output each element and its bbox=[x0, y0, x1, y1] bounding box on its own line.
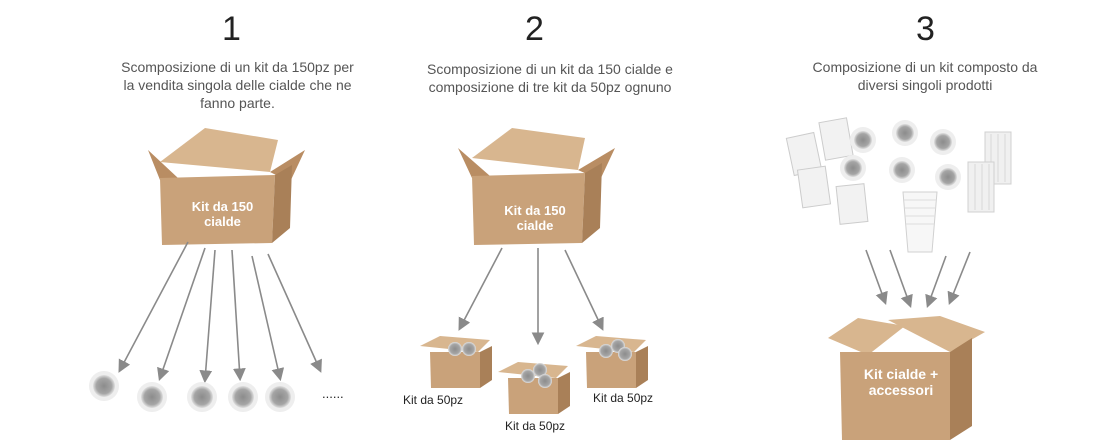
small-kit-label-2: Kit da 50pz bbox=[505, 419, 566, 433]
more-pods-ellipsis: ...... bbox=[322, 386, 344, 401]
step-1-arrows bbox=[118, 241, 322, 384]
small-kit-box bbox=[420, 336, 492, 388]
stirrers-icon bbox=[967, 131, 1012, 213]
kit-box-1-label: Kit da 150 cialde bbox=[191, 199, 254, 229]
coffee-pod-icon bbox=[228, 382, 258, 412]
small-kit-box bbox=[498, 362, 570, 414]
coffee-pod-icon bbox=[889, 157, 915, 183]
step-1-pods bbox=[89, 371, 295, 412]
small-kit-box bbox=[576, 336, 648, 388]
coffee-pod-icon bbox=[892, 120, 918, 146]
coffee-pod-icon bbox=[265, 382, 295, 412]
coffee-pod-icon bbox=[930, 129, 956, 155]
kit-box-3 bbox=[828, 316, 985, 440]
small-kit-label-1: Kit da 50pz bbox=[403, 393, 464, 407]
step-2-number: 2 bbox=[525, 10, 544, 48]
step-2-arrows bbox=[458, 247, 604, 346]
kit-box-2-label: Kit da 150 cialde bbox=[504, 203, 566, 233]
step-3-arrows bbox=[865, 249, 971, 309]
coffee-pod-icon bbox=[89, 371, 119, 401]
step-1-number: 1 bbox=[222, 10, 241, 48]
step-3-number: 3 bbox=[916, 10, 935, 48]
kit-box-2 bbox=[458, 128, 615, 245]
coffee-pod-icon bbox=[840, 155, 866, 181]
coffee-pod-icon bbox=[137, 382, 167, 412]
step-1-description: Scomposizione di un kit da 150pz per la … bbox=[121, 59, 354, 111]
step-2-description: Scomposizione di un kit da 150 cialde e … bbox=[427, 61, 673, 95]
coffee-pod-icon bbox=[935, 164, 961, 190]
cups-icon bbox=[902, 191, 938, 253]
small-kit-label-3: Kit da 50pz bbox=[593, 391, 654, 405]
kit-box-3-label: Kit cialde + accessori bbox=[863, 366, 939, 398]
step-3-products bbox=[785, 117, 1012, 253]
coffee-pod-icon bbox=[850, 127, 876, 153]
step-3-description: Composizione di un kit composto da diver… bbox=[812, 59, 1038, 93]
kit-box-1 bbox=[148, 128, 305, 245]
coffee-pod-icon bbox=[187, 382, 217, 412]
sugar-sachet-icon bbox=[785, 117, 869, 225]
